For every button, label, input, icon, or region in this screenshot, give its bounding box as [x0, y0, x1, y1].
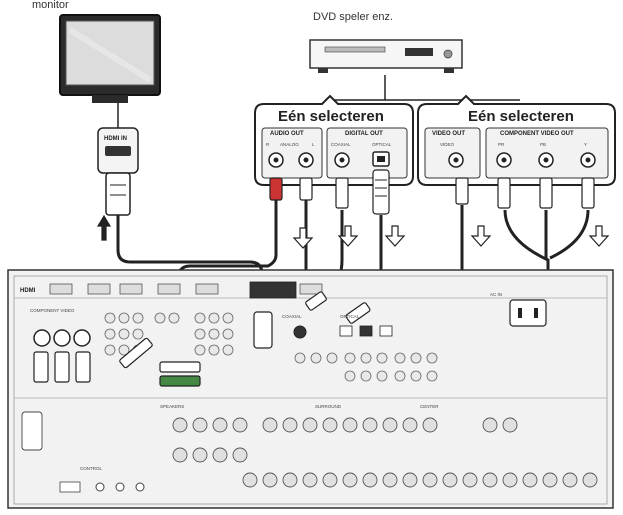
plug-pb — [539, 177, 553, 209]
plug-coaxial — [335, 177, 349, 209]
dvd-plugs — [269, 169, 595, 215]
dvd-player: DVD speler enz. — [309, 11, 520, 101]
plug-y — [581, 177, 595, 209]
plug-pr — [497, 177, 511, 209]
rs232-port — [21, 411, 43, 451]
callout-audio: Eén selecteren AUDIO OUT R ANALOG L DIGI… — [254, 94, 414, 186]
receiver-speakers-label: SPEAKERS — [160, 404, 184, 409]
video-label: VIDEO — [440, 142, 455, 147]
arrow-down-icon — [470, 225, 492, 247]
ac-inlet — [509, 299, 547, 327]
receiver-surround-label: SURROUND — [315, 404, 342, 409]
hdmi-cable — [116, 215, 264, 312]
arrow-down-icon — [292, 227, 314, 249]
hdmi-out-port — [249, 281, 297, 299]
arrow-down-icon — [384, 225, 406, 247]
audio-out-label: AUDIO OUT — [270, 131, 304, 137]
arrows — [96, 214, 610, 249]
pr-label: PR — [498, 142, 505, 147]
hdmi-port — [105, 146, 131, 156]
hdmi-in-callout: HDMI IN — [97, 103, 139, 174]
plug-optical — [372, 169, 390, 215]
audio-l-label: L — [312, 142, 315, 147]
component-out-label: COMPONENT VIDEO OUT — [500, 131, 574, 137]
arrow-down-icon — [337, 225, 359, 247]
hdmi-plug-monitor — [105, 172, 131, 216]
dvd-label: DVD speler enz. — [313, 11, 393, 23]
callout-video: Eén selecteren VIDEO OUT VIDEO COMPONENT… — [417, 94, 616, 186]
plug-white-audio — [299, 177, 313, 201]
callout-left-title: Eén selecteren — [278, 108, 384, 125]
receiver-control-label: CONTROL — [80, 466, 102, 471]
plug-red-audio — [269, 177, 283, 201]
y-label: Y — [584, 142, 587, 147]
digital-out-label: DIGITAL OUT — [345, 131, 383, 137]
receiver-center-label: CENTER — [420, 404, 439, 409]
monitor-label: monitor — [32, 0, 69, 11]
receiver-coaxial-label: COAXIAL — [282, 314, 302, 319]
coaxial-label: COAXIAL — [331, 142, 351, 147]
analog-label: ANALOG — [280, 142, 299, 147]
receiver-component-label: COMPONENT VIDEO — [30, 308, 75, 313]
hdmi-in-label: HDMI IN — [104, 136, 127, 142]
pb-label: PB — [540, 142, 546, 147]
receiver-ac-label: AC IN — [490, 292, 502, 297]
monitor-stand — [92, 95, 128, 103]
callout-right-title: Eén selecteren — [468, 108, 574, 125]
video-out-label: VIDEO OUT — [432, 131, 465, 137]
hdmi-plug-receiver — [253, 311, 273, 349]
receiver-hdmi-label: HDMI — [20, 288, 36, 294]
audio-r-label: R — [266, 142, 270, 147]
monitor: monitor — [32, 0, 161, 103]
receiver-optical-label: OPTICAL — [340, 314, 360, 319]
arrow-down-icon — [588, 225, 610, 247]
dvd-body — [309, 39, 463, 69]
arrow-up-icon — [96, 214, 112, 241]
receiver-panel: HDMI COMPONENT VIDEO — [7, 269, 614, 509]
optical-label: OPTICAL — [372, 142, 392, 147]
plug-video — [455, 177, 469, 205]
